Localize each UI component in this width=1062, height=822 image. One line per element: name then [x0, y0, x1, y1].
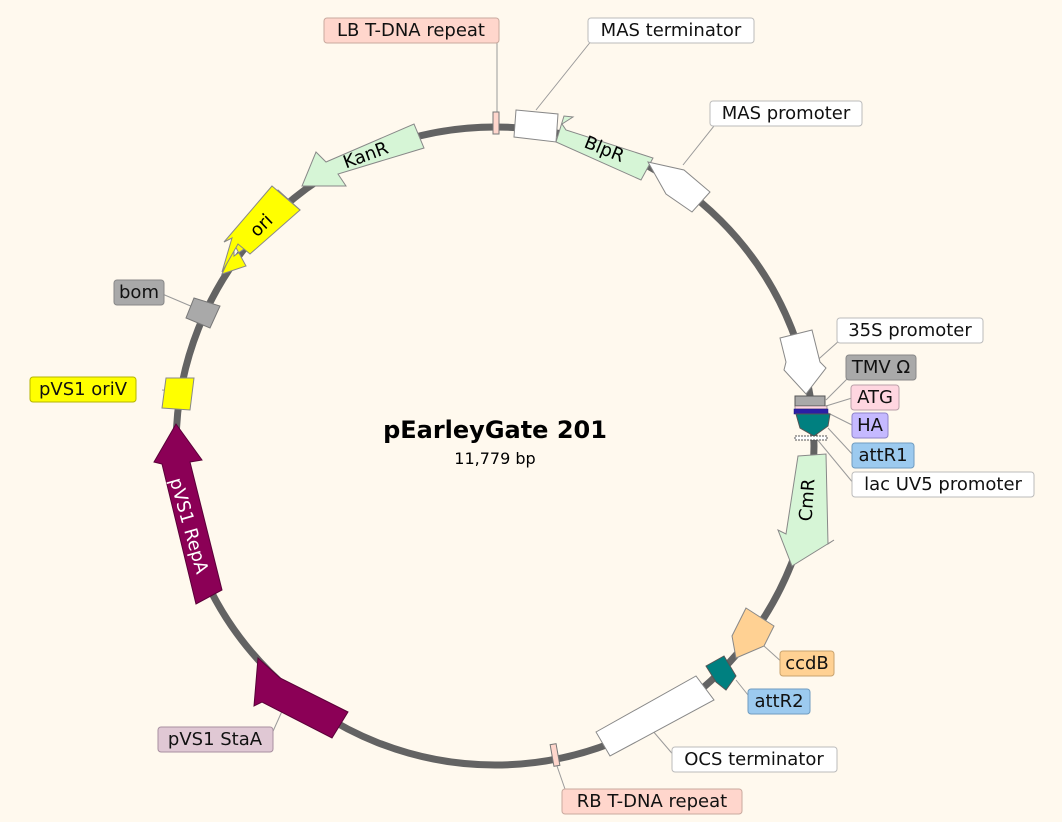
label-ocs-terminator: OCS terminator	[671, 746, 838, 773]
feature-mas-promoter	[647, 161, 711, 213]
label-35s-promoter: 35S promoter	[836, 317, 984, 344]
feature-pvs1-oriv	[161, 377, 195, 411]
label-lac-uv5-promoter-text: lac UV5 promoter	[864, 474, 1022, 495]
feature-pvs1-staa	[253, 656, 349, 739]
feature-ocs-terminator	[595, 675, 715, 757]
feature-pvs1-repa: pVS1 RepA	[153, 423, 223, 605]
feature-blpr: BlpR	[555, 115, 654, 181]
label-rb-t-dna-repeat: RB T-DNA repeat	[561, 788, 743, 815]
label-ccdb: ccdB	[779, 650, 835, 677]
label-bom-text: bom	[119, 282, 159, 303]
feature-35s-promoter	[779, 329, 827, 395]
label-atg: ATG	[850, 384, 900, 411]
label-tmv-omega-text: TMV Ω	[851, 357, 911, 378]
label-attr1-text: attR1	[858, 445, 907, 466]
plasmid-name: pEarleyGate 201	[383, 416, 607, 444]
label-mas-terminator: MAS terminator	[587, 17, 755, 44]
feature-ha	[793, 408, 829, 415]
label-mas-promoter: MAS promoter	[709, 100, 863, 127]
feature-attr1	[795, 413, 831, 437]
label-lb-t-dna-repeat-text: LB T-DNA repeat	[337, 20, 485, 41]
label-ha-text: HA	[857, 415, 884, 436]
label-attr2-text: attR2	[754, 691, 803, 712]
label-pvs1-oriv-text: pVS1 oriV	[39, 379, 128, 400]
feature-lac-uv5-promoter	[794, 435, 828, 441]
feature-kanr-label: KanR	[340, 138, 391, 174]
label-ccdb-text: ccdB	[785, 653, 829, 674]
label-tmv-omega: TMV Ω	[845, 354, 917, 381]
label-mas-terminator-text: MAS terminator	[601, 20, 742, 41]
label-lac-uv5-promoter: lac UV5 promoter	[851, 471, 1035, 498]
feature-rb-t-dna-repeat	[549, 743, 561, 767]
feature-ori: ori	[221, 185, 301, 275]
feature-ccdb	[731, 607, 775, 659]
feature-mas-terminator	[513, 109, 559, 143]
feature-atg	[794, 405, 828, 410]
feature-tmv-omega	[794, 395, 826, 407]
label-35s-promoter-text: 35S promoter	[848, 320, 972, 341]
label-attr1: attR1	[851, 442, 915, 469]
label-attr2: attR2	[747, 688, 811, 715]
label-rb-t-dna-repeat-text: RB T-DNA repeat	[577, 791, 727, 812]
label-atg-text: ATG	[857, 387, 893, 408]
label-ha: HA	[851, 412, 889, 439]
label-lb-t-dna-repeat: LB T-DNA repeat	[323, 17, 500, 44]
feature-kanr: KanR	[301, 123, 425, 187]
label-bom: bom	[113, 279, 165, 306]
label-pvs1-staa: pVS1 StaA	[157, 726, 274, 753]
feature-cmr-label: CmR	[796, 478, 820, 522]
label-pvs1-oriv: pVS1 oriV	[29, 376, 137, 403]
feature-bom	[185, 297, 221, 329]
label-ocs-terminator-text: OCS terminator	[684, 749, 824, 770]
plasmid-length: 11,779 bp	[454, 449, 535, 468]
feature-cmr: CmR	[777, 453, 835, 567]
label-pvs1-staa-text: pVS1 StaA	[168, 729, 263, 750]
feature-attr2	[705, 655, 737, 691]
label-mas-promoter-text: MAS promoter	[722, 103, 851, 124]
feature-lb-t-dna-repeat	[492, 111, 500, 135]
